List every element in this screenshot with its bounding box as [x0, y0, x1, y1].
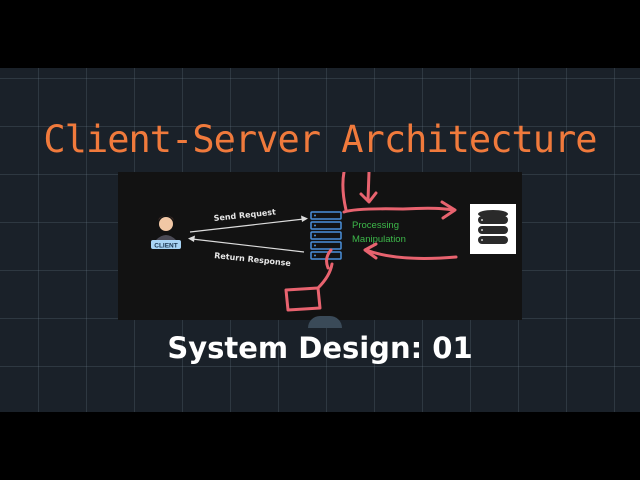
- server-leds: [314, 214, 316, 257]
- annotation-top-arrow: [342, 206, 455, 214]
- return-response-arrowhead: [188, 235, 195, 242]
- annotation-bottom-arrowhead: [363, 242, 378, 260]
- handdrawn-annotations: [284, 172, 458, 312]
- annotation-top-arrowhead: [440, 200, 457, 220]
- annotation-box-line: [316, 262, 334, 290]
- manipulation-label: Manipulation: [352, 234, 406, 245]
- avatar-partial: [308, 316, 342, 328]
- video-title: Client-Server Architecture: [43, 118, 597, 161]
- send-request-arrowhead: [301, 215, 308, 222]
- client-label: CLIENT: [154, 243, 178, 250]
- annotation-mid-vertical: [366, 172, 371, 202]
- architecture-diagram: CLIENT Send Request Return Response: [118, 172, 522, 320]
- return-response-arrow: [191, 238, 305, 253]
- annotation-box: [284, 286, 322, 312]
- send-request-label: Send Request: [213, 207, 276, 222]
- annotation-mid-arrowhead: [359, 191, 378, 204]
- send-request-arrow: [189, 218, 305, 233]
- return-response-label: Return Response: [214, 251, 292, 268]
- processing-label: Processing: [352, 220, 399, 231]
- annotation-bottom-arrow: [364, 248, 458, 260]
- client-person-icon: [151, 215, 181, 249]
- annotation-left-vertical: [341, 172, 348, 212]
- database-icon: [470, 204, 516, 254]
- annotation-down-stroke: [325, 248, 333, 270]
- thumbnail: Client-Server Architecture CLIENT Send R…: [0, 68, 640, 412]
- diagram-canvas: CLIENT Send Request Return Response: [151, 172, 516, 312]
- video-subtitle: System Design: 01: [167, 331, 473, 365]
